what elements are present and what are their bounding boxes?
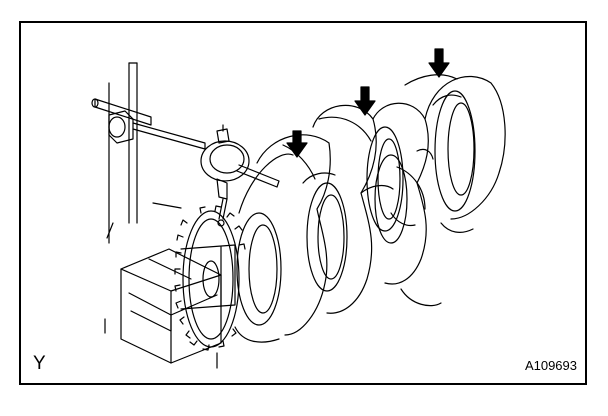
figure-frame: Y A109693 (19, 21, 587, 385)
arrow-down-icon (286, 130, 308, 158)
arrow-down-icon (428, 48, 450, 78)
figure-id: A109693 (524, 358, 577, 373)
shaft-nose (180, 244, 236, 310)
crankshaft-runout-illustration (91, 48, 506, 369)
dial-indicator (200, 124, 250, 227)
timing-gear (174, 205, 246, 351)
crankshaft (234, 74, 506, 343)
v-block (104, 248, 222, 369)
arrow-down-icon (354, 86, 376, 116)
corner-label: Y (33, 353, 46, 374)
